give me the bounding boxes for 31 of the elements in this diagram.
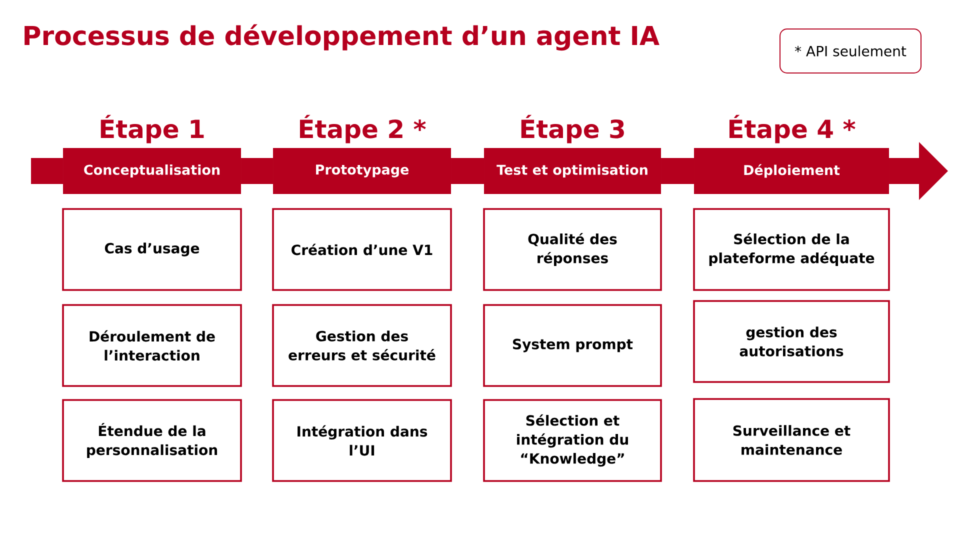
task-box: Intégration dans l’UI [272,399,452,482]
stage-box: Conceptualisation [63,148,241,194]
task-box: Création d’une V1 [272,208,452,291]
task-box: Qualité des réponses [483,208,662,291]
task-box: Cas d’usage [62,208,242,291]
stage-box: Test et optimisation [484,148,661,194]
task-box: Étendue de la personnalisation [62,399,242,482]
stage-box: Prototypage [273,148,451,194]
node-label: Conceptualisation [84,164,220,178]
stage-heading: Étape 3 [521,114,624,144]
task-box: gestion des autorisations [693,300,890,383]
title: Processus de développement d’un agent IA [24,24,660,51]
stage-heading: Étape 4 * [729,114,856,144]
connector [31,158,64,184]
connector [241,158,273,184]
task-box: Sélection et intégration du “Knowledge” [483,399,662,482]
node-label: Test et optimisation [496,164,648,178]
task-box: System prompt [483,304,662,387]
node-label: Déploiement [744,164,840,178]
task-box: Gestion des erreurs et sécurité [272,304,452,387]
connector [451,158,484,184]
task-box: Déroulement de l’interaction [62,304,242,387]
task-box: Sélection de la plateforme adéquate [693,208,890,291]
node-label: Prototypage [316,164,409,178]
connector [661,158,694,184]
note-box: * API seulement [780,28,922,74]
stage-heading: Étape 1 [100,114,204,144]
stage-box: Déploiement [694,148,889,194]
stage-heading: Étape 2 * [300,114,426,144]
task-box: Surveillance et maintenance [693,398,890,482]
arrow [889,142,948,200]
